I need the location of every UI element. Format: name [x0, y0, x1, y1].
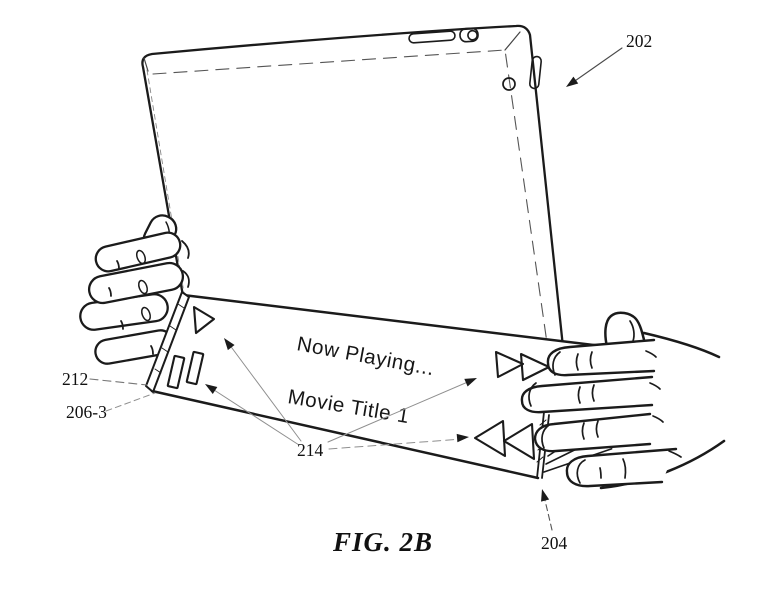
- right-hand: [520, 311, 735, 490]
- cover-spine-hatch: [154, 303, 185, 374]
- right-hand-bottom-contour: [599, 439, 726, 490]
- rewind-icon: [473, 419, 536, 461]
- left-hand-nails: [135, 249, 152, 322]
- label-202: 202: [626, 31, 652, 51]
- rear-camera-icon: [502, 77, 516, 91]
- fast-forward-icon: [494, 350, 551, 382]
- tablet-device: [141, 24, 565, 349]
- label-206-3: 206-3: [66, 402, 107, 422]
- left-fingertip-arcs: [181, 240, 190, 288]
- left-middle-finger: [87, 261, 185, 305]
- leader-arrowheads: [205, 76, 579, 502]
- play-icon: [192, 305, 216, 335]
- cover-spine: [145, 291, 190, 393]
- camera-icon: [459, 27, 479, 43]
- tablet-left-inner-line: [146, 69, 185, 294]
- right-hand-body: [612, 340, 735, 484]
- top-button-slot-icon: [408, 30, 456, 44]
- right-pinky-finger: [533, 412, 652, 453]
- tablet-outline: [141, 24, 565, 349]
- label-204: 204: [541, 533, 568, 553]
- leader-214-ff: [327, 380, 471, 443]
- side-button-slot-icon: [528, 55, 543, 90]
- pause-icon: [166, 350, 205, 390]
- tablet-back-dashed-edge: [152, 49, 548, 344]
- leader-202: [571, 47, 623, 84]
- right-middle-finger: [546, 338, 656, 377]
- tablet-corner-facet: [143, 31, 521, 72]
- right-hand-creases: [528, 320, 682, 484]
- leader-204: [543, 495, 553, 531]
- leader-214-play: [228, 343, 302, 442]
- cover-controls: [166, 305, 551, 461]
- right-index-fingertip: [604, 311, 648, 350]
- leader-lines: [89, 47, 623, 531]
- annotations: 202 212 206-3 214 204: [62, 31, 652, 553]
- figure-caption: FIG. 2B: [332, 527, 433, 557]
- left-hand-knuckle-creases: [108, 260, 154, 355]
- left-hand: [79, 214, 190, 365]
- leader-214-rw: [328, 438, 463, 450]
- cover-top-edge: [181, 293, 612, 349]
- leader-206-3: [105, 392, 156, 412]
- label-214: 214: [297, 440, 324, 460]
- leader-212: [89, 378, 148, 386]
- label-212: 212: [62, 369, 88, 389]
- leader-214-pause: [210, 387, 300, 446]
- right-hand-top-contour: [642, 331, 721, 359]
- right-thumb: [565, 447, 678, 488]
- right-ring-finger: [520, 375, 654, 414]
